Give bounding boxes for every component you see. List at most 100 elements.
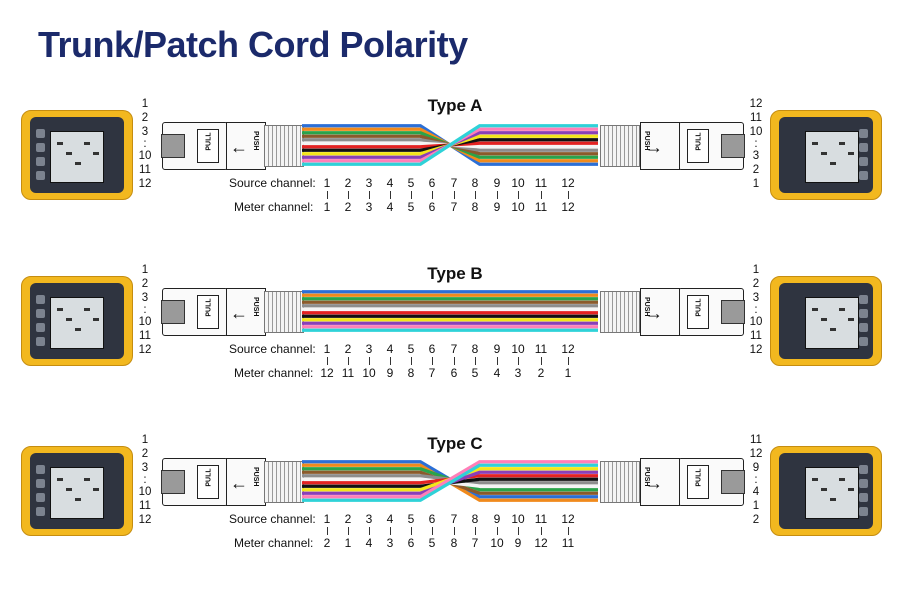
channel-connector-tick <box>541 191 542 199</box>
source-channel-value: 1 <box>323 176 331 190</box>
right-meter-device <box>770 110 882 200</box>
arrow-right-icon: → <box>645 137 663 157</box>
type-label: Type C <box>427 434 483 453</box>
screen-bar <box>93 488 99 491</box>
source-channel-value: 10 <box>511 176 525 190</box>
source-channel-value: 10 <box>511 342 525 356</box>
meter-channel-value: 11 <box>561 536 575 550</box>
left-strain-relief-boot <box>264 291 304 333</box>
channel-connector-tick <box>327 191 328 199</box>
fiber-strand-12 <box>302 124 598 166</box>
meter-button <box>859 323 868 332</box>
screen-bar <box>848 152 854 155</box>
meter-channel-value: 10 <box>362 366 376 380</box>
source-channel-value: 11 <box>534 176 548 190</box>
meter-button <box>859 129 868 138</box>
meter-screen <box>50 467 104 519</box>
meter-channel-value: 8 <box>407 366 415 380</box>
meter-channel-value: 5 <box>407 200 415 214</box>
screen-bar <box>821 318 827 321</box>
meter-button <box>859 309 868 318</box>
arrow-left-icon: ← <box>230 137 248 157</box>
channel-connector-tick <box>518 527 519 535</box>
channel-connector-tick <box>475 191 476 199</box>
channel-connector-tick <box>497 357 498 365</box>
channel-connector-tick <box>327 357 328 365</box>
meter-channel-value: 3 <box>365 200 373 214</box>
channel-connector-tick <box>390 191 391 199</box>
meter-channel-value: 6 <box>450 366 458 380</box>
meter-button <box>36 479 45 488</box>
channel-connector-tick <box>497 191 498 199</box>
push-label: PUSH <box>643 131 650 151</box>
channel-connector-tick <box>497 527 498 535</box>
screen-bar <box>812 142 818 145</box>
screen-bar <box>93 318 99 321</box>
channel-connector-tick <box>369 191 370 199</box>
channel-connector-tick <box>475 357 476 365</box>
meter-channel-label: Meter channel: <box>234 366 314 380</box>
meter-button <box>859 465 868 474</box>
channel-connector-tick <box>432 191 433 199</box>
left-channel-number: 1 <box>141 98 149 110</box>
left-meter-device <box>21 446 133 536</box>
channel-connector-tick <box>390 357 391 365</box>
screen-bar <box>75 328 81 331</box>
fiber-ribbon <box>302 460 598 502</box>
channel-connector-tick <box>454 527 455 535</box>
left-channel-number: 10 <box>138 150 152 162</box>
meter-button <box>36 309 45 318</box>
left-push-housing: ←PUSH <box>226 122 266 170</box>
right-meter-device <box>770 446 882 536</box>
screen-bar <box>57 142 63 145</box>
meter-channel-value: 4 <box>386 200 394 214</box>
left-channel-number: 11 <box>139 164 151 176</box>
right-channel-number: : <box>754 474 758 486</box>
screen-bar <box>812 308 818 311</box>
left-meter-device <box>21 276 133 366</box>
connector-ferrule <box>161 134 185 158</box>
screen-bar <box>848 488 854 491</box>
meter-channel-value: 4 <box>493 366 501 380</box>
meter-button <box>859 493 868 502</box>
meter-body <box>779 283 873 359</box>
meter-button <box>36 295 45 304</box>
screen-bar <box>812 478 818 481</box>
right-channel-number: 2 <box>752 278 760 290</box>
screen-bar <box>830 498 836 501</box>
meter-channel-value: 10 <box>511 200 525 214</box>
left-connector-plug: PULL <box>161 122 228 170</box>
source-channel-value: 3 <box>365 342 373 356</box>
right-channel-number: 2 <box>752 514 760 526</box>
channel-connector-tick <box>568 191 569 199</box>
meter-body <box>30 453 124 529</box>
meter-channel-value: 8 <box>450 536 458 550</box>
right-connector-plug: PULL <box>678 122 745 170</box>
source-channel-value: 2 <box>344 342 352 356</box>
meter-screen <box>805 297 859 349</box>
source-channel-value: 3 <box>365 512 373 526</box>
source-channel-value: 8 <box>471 512 479 526</box>
source-channel-value: 7 <box>450 342 458 356</box>
meter-channel-value: 6 <box>407 536 415 550</box>
channel-connector-tick <box>518 191 519 199</box>
meter-channel-value: 12 <box>534 536 548 550</box>
screen-bar <box>839 478 845 481</box>
right-channel-number: 4 <box>752 486 760 498</box>
pull-tab: PULL <box>197 295 219 329</box>
channel-connector-tick <box>390 527 391 535</box>
screen-bar <box>66 488 72 491</box>
channel-connector-tick <box>411 527 412 535</box>
channel-connector-tick <box>432 357 433 365</box>
meter-channel-value: 2 <box>537 366 545 380</box>
left-push-housing: ←PUSH <box>226 288 266 336</box>
type-label: Type B <box>427 264 483 283</box>
source-channel-value: 5 <box>407 512 415 526</box>
left-channel-number: 12 <box>138 344 152 356</box>
right-connector-plug: PULL <box>678 458 745 506</box>
arrow-right-icon: → <box>645 303 663 323</box>
source-channel-value: 2 <box>344 176 352 190</box>
meter-button <box>36 143 45 152</box>
connector-ferrule <box>721 470 745 494</box>
source-channel-value: 4 <box>386 342 394 356</box>
